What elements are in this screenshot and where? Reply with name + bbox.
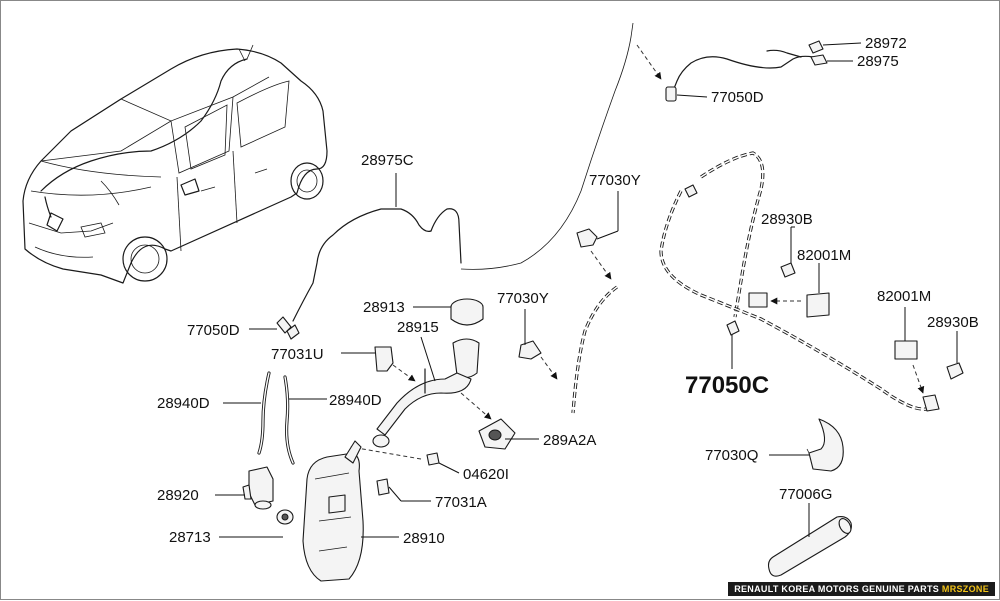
label-28913: 28913 [363, 299, 405, 316]
footer-watermark: RENAULT KOREA MOTORS GENUINE PARTS MRSZO… [728, 582, 995, 596]
footer-text: RENAULT KOREA MOTORS GENUINE PARTS [734, 584, 940, 594]
dashed-hose-route [571, 151, 928, 414]
label-77031A: 77031A [435, 494, 487, 511]
part-289A2A [460, 392, 539, 450]
label-77030Q: 77030Q [705, 447, 758, 464]
footer-brand: MRSZONE [941, 584, 989, 594]
clip-77031A [376, 478, 431, 502]
reservoir-28910 [302, 440, 399, 582]
filler-neck-28915 [372, 336, 480, 448]
hoses-28940D [223, 371, 327, 465]
label-77050D-left: 77050D [187, 322, 240, 339]
label-28975C: 28975C [361, 152, 414, 169]
clips-28930B-82001M-a [748, 226, 830, 318]
label-289A2A: 289A2A [543, 432, 596, 449]
connector-28975 [810, 54, 828, 66]
bracket-77031U [341, 346, 416, 382]
label-28910: 28910 [403, 530, 445, 547]
label-77006G: 77006G [779, 486, 832, 503]
clip-77030Q [769, 418, 844, 472]
clips-28930B-82001M-b [894, 307, 964, 412]
label-77050D-top: 77050D [711, 89, 764, 106]
connector-77050C [726, 320, 740, 336]
bolt-04620I [350, 444, 460, 474]
clip-77030Y-a [576, 191, 619, 280]
label-82001M-a: 82001M [797, 247, 851, 264]
label-28713: 28713 [169, 529, 211, 546]
label-28975: 28975 [857, 53, 899, 70]
label-77031U: 77031U [271, 346, 324, 363]
filler-cap-28913 [413, 298, 484, 326]
label-28972: 28972 [865, 35, 907, 52]
label-82001M-b: 82001M [877, 288, 931, 305]
rear-washer-hose [460, 22, 862, 270]
clip-77030Y-b [518, 309, 558, 380]
label-77030Y-b: 77030Y [497, 290, 549, 307]
washer-pump-28920 [215, 466, 274, 510]
label-28930B-a: 28930B [761, 211, 813, 228]
front-washer-hose-28975C [249, 173, 462, 340]
car-illustration [22, 44, 328, 284]
label-28940D-b: 28940D [329, 392, 382, 409]
label-77050C: 77050C [685, 372, 769, 399]
clip-28972 [808, 40, 824, 54]
tube-77006G [767, 503, 852, 577]
part-labels: 28972 28975 77050D 28975C 77030Y 28930B … [157, 35, 979, 547]
grommet-28713 [219, 509, 294, 538]
label-28915: 28915 [397, 319, 439, 336]
label-77030Y-a: 77030Y [589, 172, 641, 189]
nozzle-connector-top [665, 86, 677, 102]
label-04620I: 04620I [463, 466, 509, 483]
label-28930B-b: 28930B [927, 314, 979, 331]
label-28940D-a: 28940D [157, 395, 210, 412]
label-28920: 28920 [157, 487, 199, 504]
